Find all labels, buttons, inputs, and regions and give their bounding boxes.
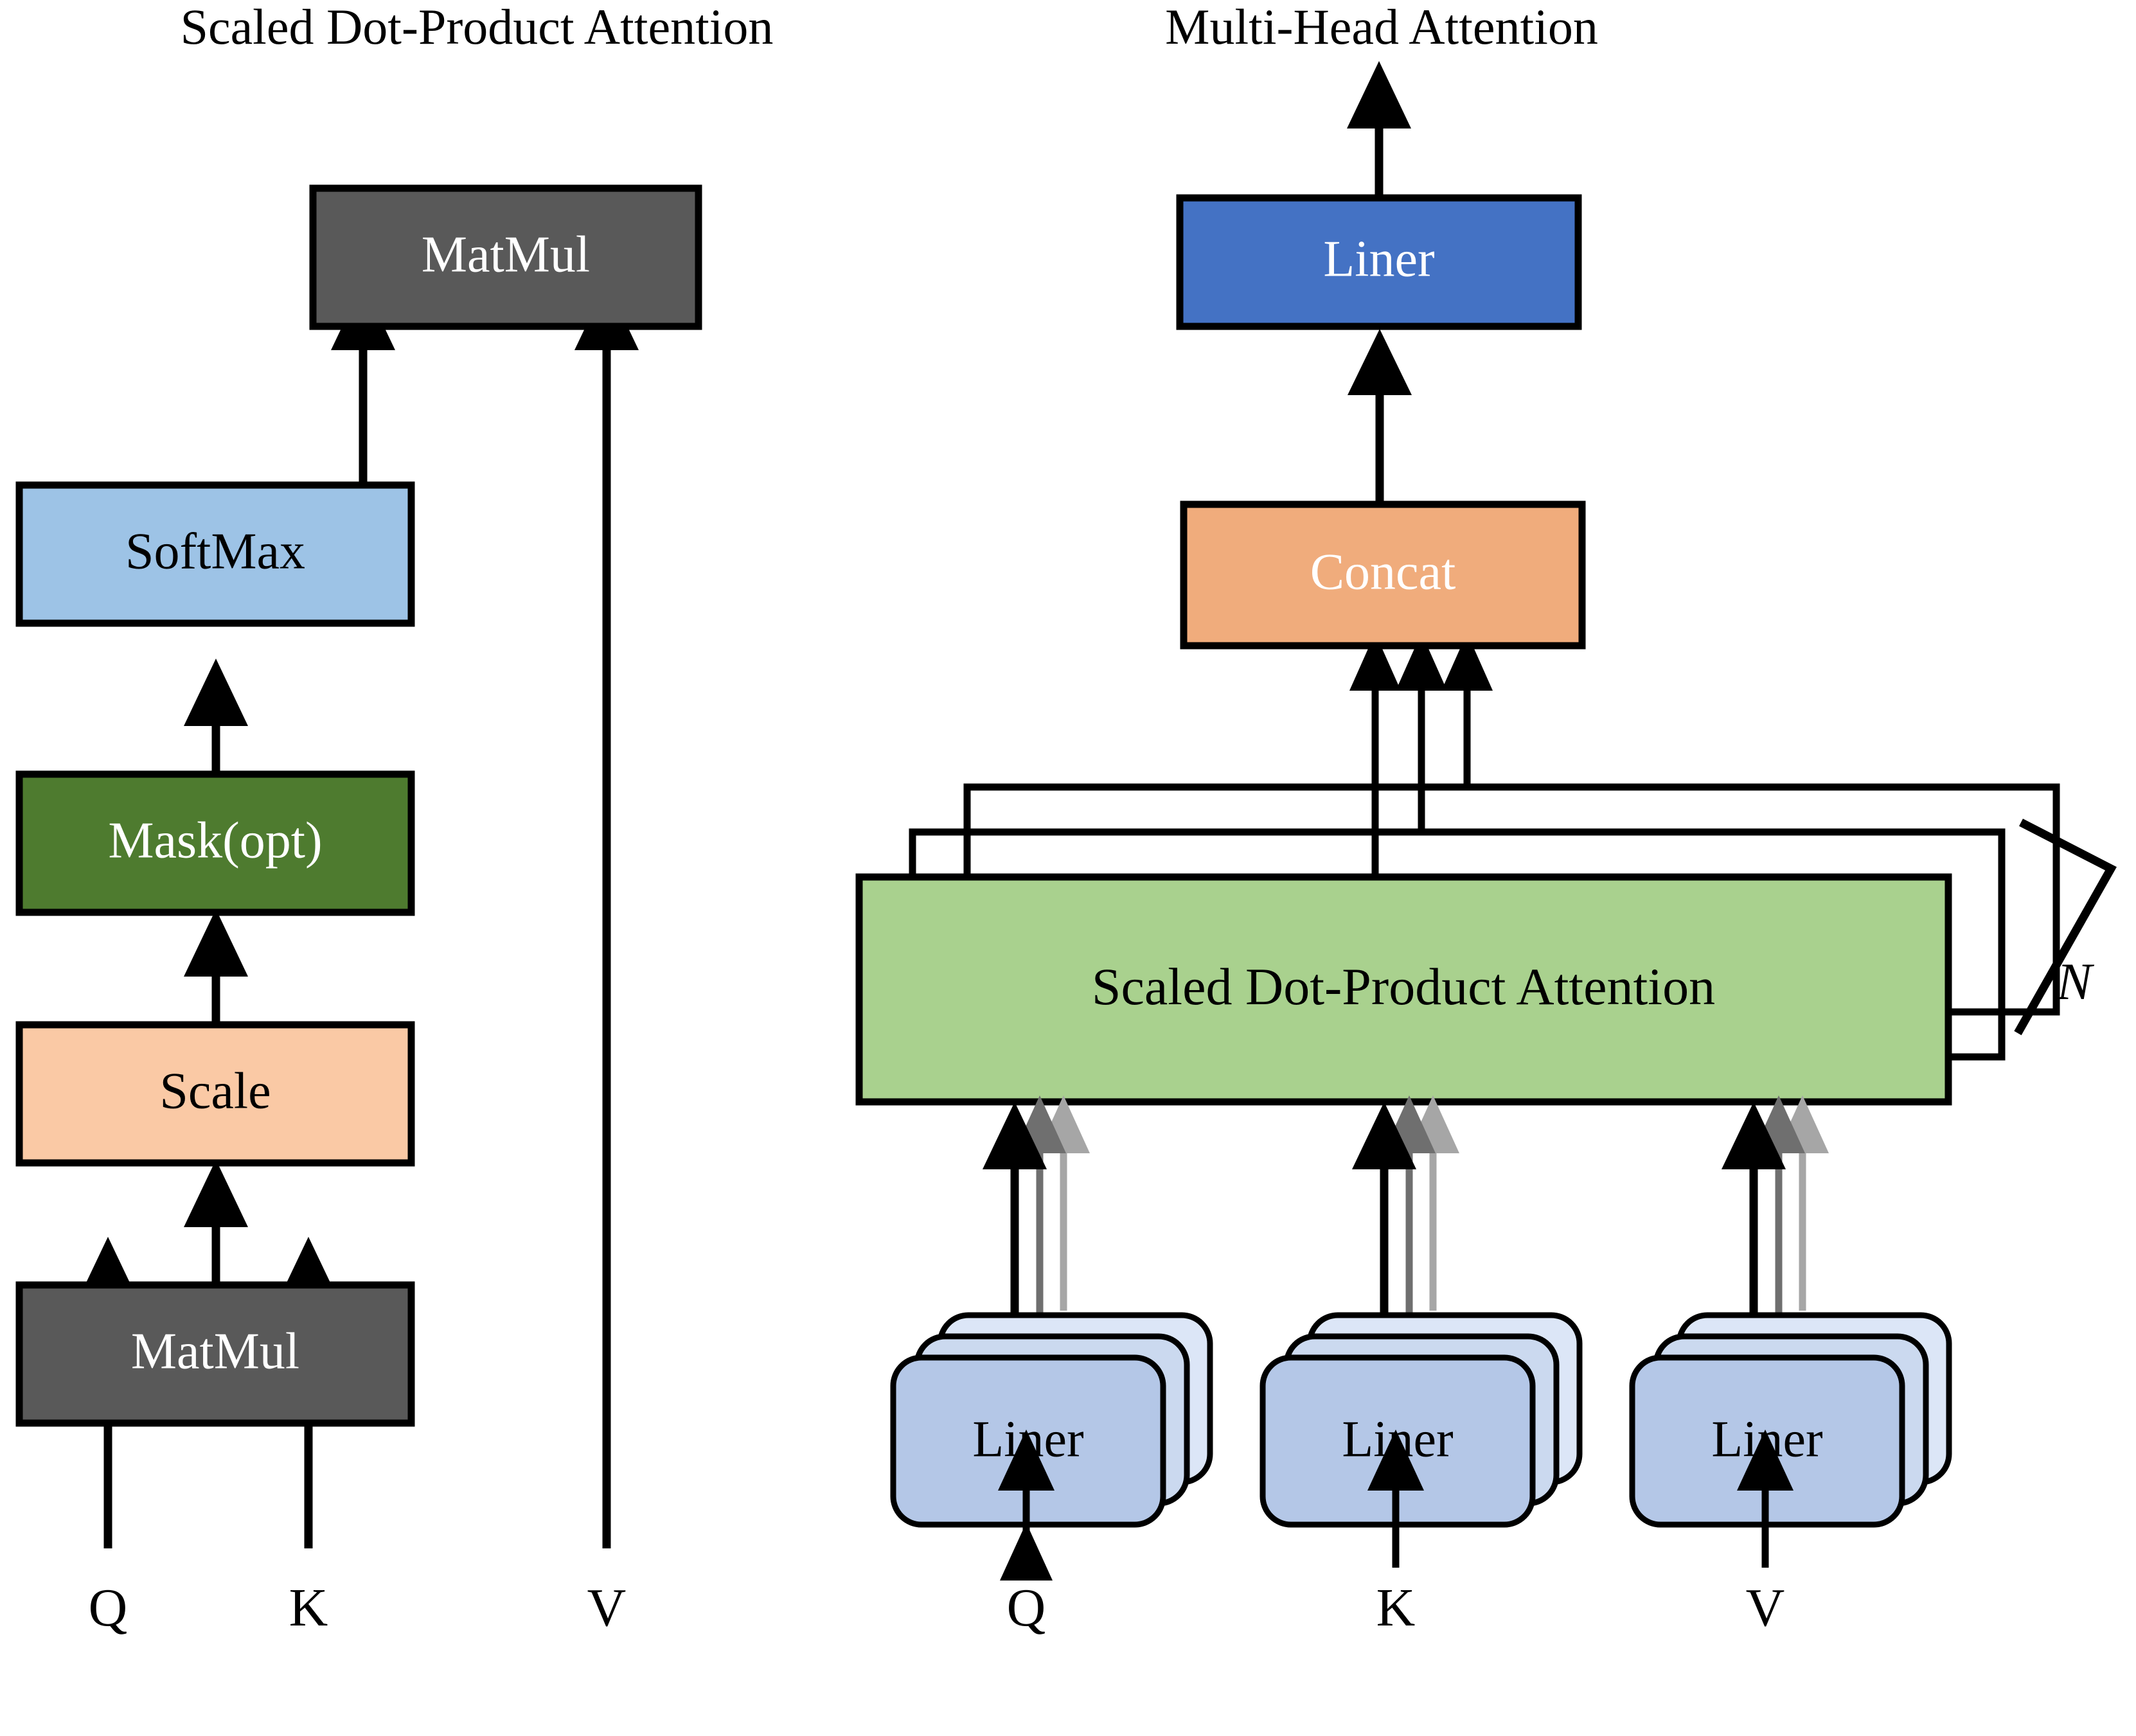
- node-scaled-dot-product-attention[interactable]: Scaled Dot-Product Attention: [855, 873, 1952, 1106]
- node-softmax-rect: [15, 481, 415, 627]
- node-mask-rect: [15, 770, 415, 916]
- left-panel-title: Scaled Dot-Product Attention: [181, 0, 774, 55]
- node-liner-output-rect: [1176, 194, 1582, 330]
- input-label-q-left: Q: [89, 1578, 128, 1638]
- connector-input-k-right: [1367, 1430, 1424, 1568]
- node-scale-rect: [15, 1021, 415, 1167]
- input-label-v-right: V: [1746, 1578, 1785, 1638]
- connector-liner-output-to-top: [1347, 61, 1411, 198]
- node-mask[interactable]: Mask(opt): [15, 770, 415, 916]
- node-liner-output-label: Liner: [1323, 231, 1434, 287]
- node-mask-label: Mask(opt): [108, 812, 322, 869]
- connector-sdpa-front-to-concat: [1349, 633, 1401, 877]
- node-scale[interactable]: Scale: [15, 1021, 415, 1167]
- node-softmax-label: SoftMax: [125, 523, 305, 580]
- connector-input-v-right: [1737, 1430, 1793, 1568]
- node-matmul-bottom-rect: [15, 1281, 415, 1427]
- connector-sdpa-stack-back-to-concat: [1441, 633, 1493, 787]
- connector-concat-to-liner-out: [1348, 329, 1412, 504]
- node-liner-output[interactable]: Liner: [1176, 194, 1582, 330]
- node-liner-v-stack[interactable]: Liner: [1629, 1312, 1952, 1528]
- connector-liner-v-to-sdpa: [1722, 1102, 1786, 1343]
- input-label-v-left: V: [587, 1578, 627, 1638]
- n-repeat-label: N: [2056, 952, 2095, 1011]
- node-concat-label: Concat: [1310, 544, 1456, 600]
- n-repeat-brace: N: [2014, 819, 2117, 1036]
- node-softmax[interactable]: SoftMax: [15, 481, 415, 627]
- connector-sdpa-stack-mid-to-concat: [1396, 633, 1447, 832]
- node-concat[interactable]: Concat: [1180, 500, 1586, 650]
- input-label-k-left: K: [289, 1578, 328, 1638]
- node-matmul-top-rect: [309, 184, 702, 330]
- connector-liner-k-to-sdpa: [1352, 1102, 1416, 1343]
- node-matmul-bottom-label: MatMul: [131, 1323, 299, 1379]
- node-sdpa-label: Scaled Dot-Product Attention: [1092, 957, 1715, 1016]
- right-panel-title: Multi-Head Attention: [1165, 0, 1598, 55]
- node-liner-k-stack[interactable]: Liner: [1259, 1312, 1583, 1528]
- node-matmul-top-label: MatMul: [422, 226, 590, 283]
- connector-input-q-right: [998, 1430, 1055, 1568]
- connector-v-to-matmul-top: [574, 283, 639, 1548]
- node-scale-label: Scale: [159, 1063, 271, 1119]
- input-label-q-right: Q: [1007, 1578, 1046, 1638]
- connector-liner-q-to-sdpa: [983, 1102, 1047, 1343]
- node-liner-q-stack[interactable]: Liner: [890, 1312, 1213, 1528]
- input-label-k-right: K: [1376, 1578, 1416, 1638]
- node-matmul-top[interactable]: MatMul: [309, 184, 702, 330]
- node-matmul-bottom[interactable]: MatMul: [15, 1281, 415, 1427]
- node-sdpa-rect: [855, 873, 1952, 1106]
